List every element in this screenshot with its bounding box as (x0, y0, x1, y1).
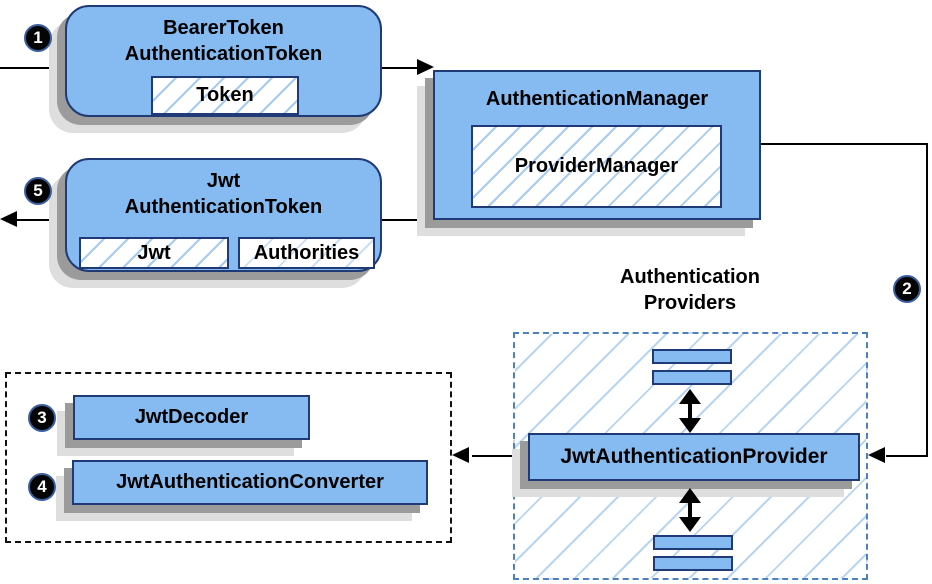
jwt-token-title-line2: AuthenticationToken (124, 196, 323, 218)
double-arrow-bottom-down-head (679, 517, 701, 532)
connector-step2-vertical (926, 143, 928, 457)
token-member-chip: Token (151, 76, 299, 115)
provider-slot-bottom-2 (653, 556, 733, 571)
step-badge-4: 4 (28, 473, 56, 501)
jwt-authentication-token-node: Jwt AuthenticationToken Jwt Authorities (65, 158, 382, 272)
jwt-token-title: Jwt AuthenticationToken (67, 168, 380, 220)
provider-slot-top-2 (652, 370, 732, 385)
connector-step5-outgoing (16, 219, 65, 221)
step-badge-1: 1 (24, 24, 52, 52)
provider-manager-chip: ProviderManager (471, 125, 722, 208)
bearer-token-title-line2: AuthenticationToken (124, 43, 323, 65)
bearer-token-authentication-token-node: BearerToken AuthenticationToken Token (65, 5, 382, 117)
authentication-manager-node: AuthenticationManager ProviderManager (433, 70, 761, 220)
arrowhead-step5-left (0, 211, 17, 227)
connector-step2-into-provider (886, 455, 928, 457)
authentication-providers-caption-line2: Providers (643, 292, 737, 314)
connector-provider-to-decoder-group (472, 455, 528, 457)
double-arrow-top-shaft (688, 402, 692, 420)
jwt-authentication-converter-node: JwtAuthenticationConverter (72, 460, 428, 505)
decoder-converter-group (5, 372, 452, 543)
bearer-token-title: BearerToken AuthenticationToken (67, 15, 380, 67)
provider-slot-top-1 (652, 349, 732, 364)
connector-step2-top (761, 143, 928, 145)
provider-slot-bottom-1 (653, 535, 733, 550)
double-arrow-top-up-head (679, 389, 701, 404)
arrowhead-into-decoder-group (452, 447, 469, 463)
authorities-member-chip: Authorities (238, 237, 375, 269)
step-badge-2: 2 (893, 275, 921, 303)
connector-bearer-to-manager (382, 67, 418, 69)
authentication-providers-caption-line1: Authentication (620, 266, 760, 288)
double-arrow-bottom-shaft (688, 501, 692, 519)
double-arrow-top-down-head (679, 418, 701, 433)
step-badge-5: 5 (24, 177, 52, 205)
arrowhead-into-jwt-authentication-provider (868, 447, 885, 463)
arrowhead-into-authentication-manager (417, 59, 434, 75)
jwt-authentication-provider-node: JwtAuthenticationProvider (528, 433, 860, 481)
connector-step1-incoming (0, 67, 65, 69)
connector-manager-to-jwt-token (382, 219, 433, 221)
double-arrow-bottom-up-head (679, 488, 701, 503)
bearer-token-title-line1: BearerToken (163, 17, 284, 39)
jwt-decoder-node: JwtDecoder (73, 395, 310, 440)
jwt-token-title-line1: Jwt (206, 170, 241, 192)
jwt-member-chip: Jwt (79, 237, 229, 269)
authentication-manager-title: AuthenticationManager (485, 88, 709, 110)
step-badge-3: 3 (28, 404, 56, 432)
authentication-providers-caption: Authentication Providers (588, 264, 792, 316)
